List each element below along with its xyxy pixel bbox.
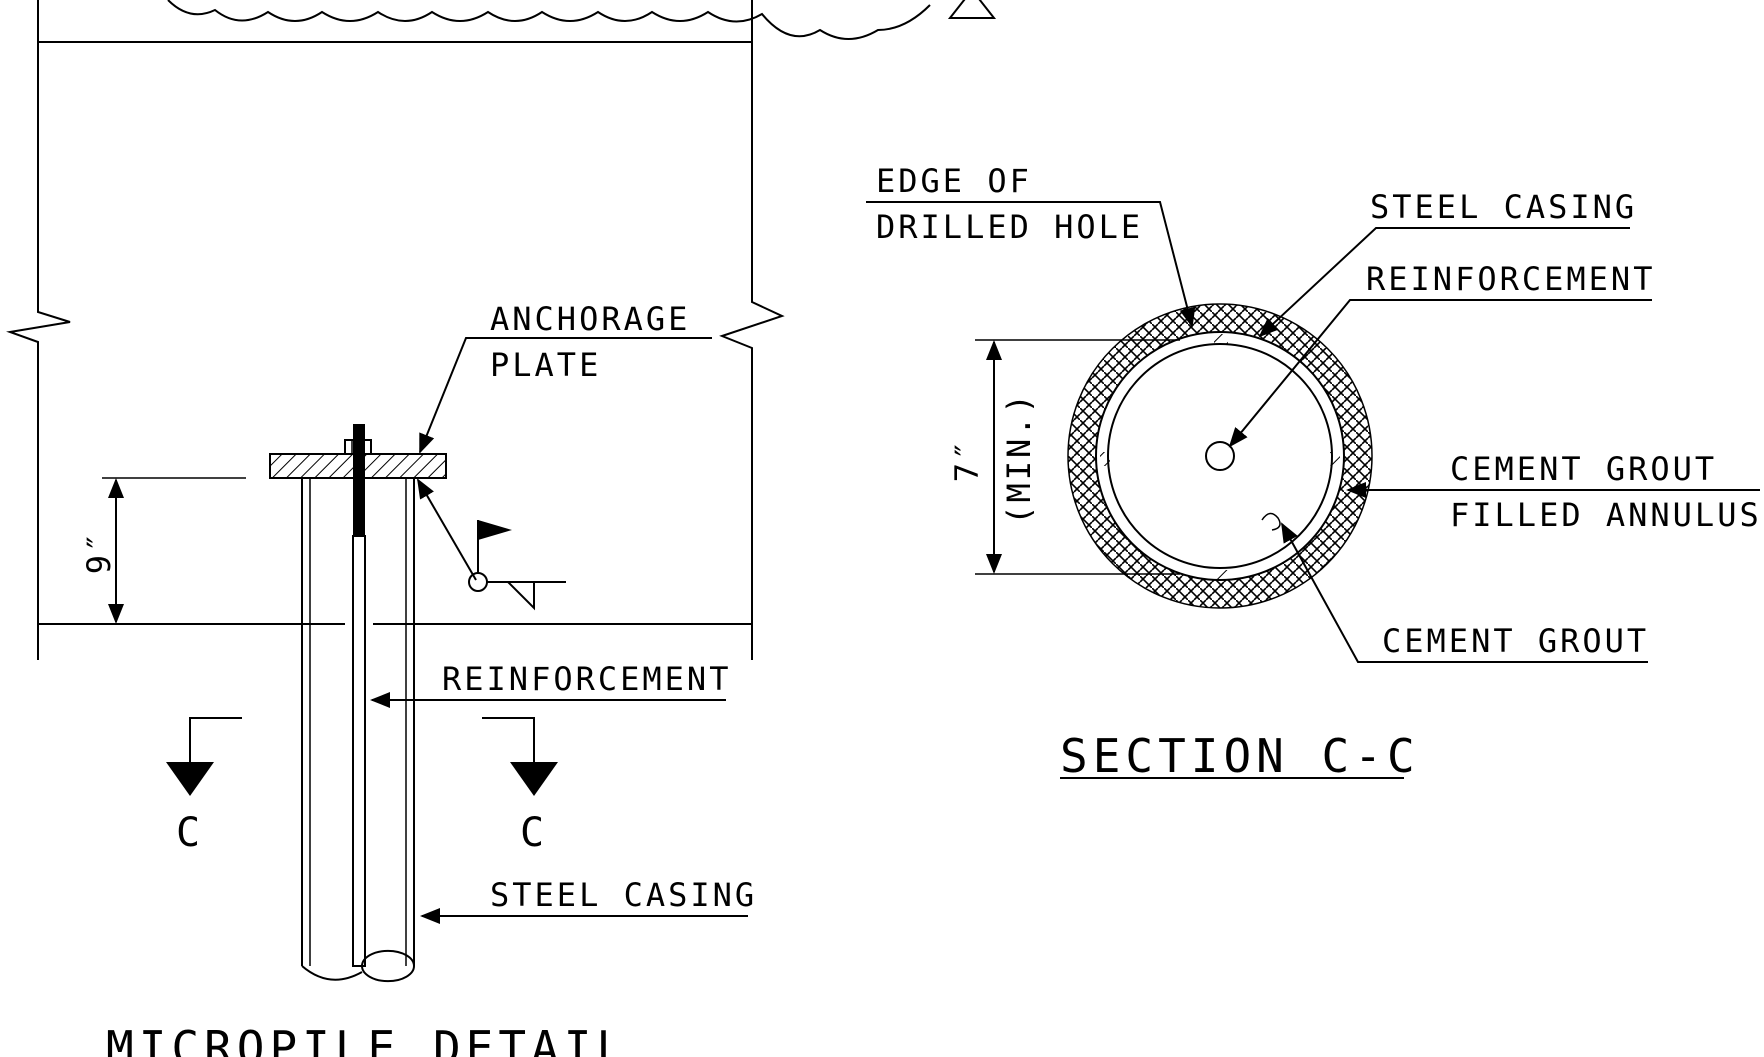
revision-cloud [167, 0, 931, 40]
anchorage-plate-label-1: ANCHORAGE [490, 300, 690, 338]
section-steel-casing-label: STEEL CASING [1370, 188, 1637, 226]
casing-hatch-ticks [1100, 334, 1340, 580]
casing-break-end [301, 949, 416, 983]
annulus-label-2: FILLED ANNULUS [1450, 496, 1762, 534]
section-cc-title: SECTION C-C [1060, 729, 1420, 783]
section-cc: 7″ (MIN.) EDGE OF DRILLED HOLE STEEL CAS… [866, 162, 1762, 783]
edge-drilled-hole-label-2: DRILLED HOLE [876, 208, 1143, 246]
reinforcement-label: REINFORCEMENT [442, 660, 731, 698]
footing-right-edge [719, 0, 785, 660]
micropile-detail: 9″ ANCHORAGE PLATE REINFORCEMENT STEEL C… [6, 0, 997, 1057]
section-arrow-icon [166, 717, 242, 796]
revision-triangle-icon [947, 0, 997, 19]
section-mark-right: C [520, 810, 544, 856]
reinforcement-bar [352, 535, 366, 967]
section-mark-left: C [176, 810, 200, 856]
dim-7-note: (MIN.) [1000, 391, 1038, 525]
section-arrow-icon [482, 717, 558, 796]
steel-casing-label: STEEL CASING [490, 876, 757, 914]
weld-symbol-icon [416, 478, 566, 611]
dim-9-label: 9″ [80, 530, 118, 575]
reinforcement-bar-threaded [353, 424, 365, 536]
anchorage-plate-label-2: PLATE [490, 346, 601, 384]
section-reinforcement-label: REINFORCEMENT [1366, 260, 1655, 298]
cement-grout-label: CEMENT GROUT [1382, 622, 1649, 660]
edge-drilled-hole-label-1: EDGE OF [876, 162, 1032, 200]
footing-left-edge [6, 0, 71, 660]
section-reinforcement-bar [1205, 441, 1235, 471]
dim-7-label: 7″ [948, 438, 986, 483]
micropile-detail-title: MICROPILE DETAIL [106, 1021, 629, 1057]
annulus-label-1: CEMENT GROUT [1450, 450, 1717, 488]
